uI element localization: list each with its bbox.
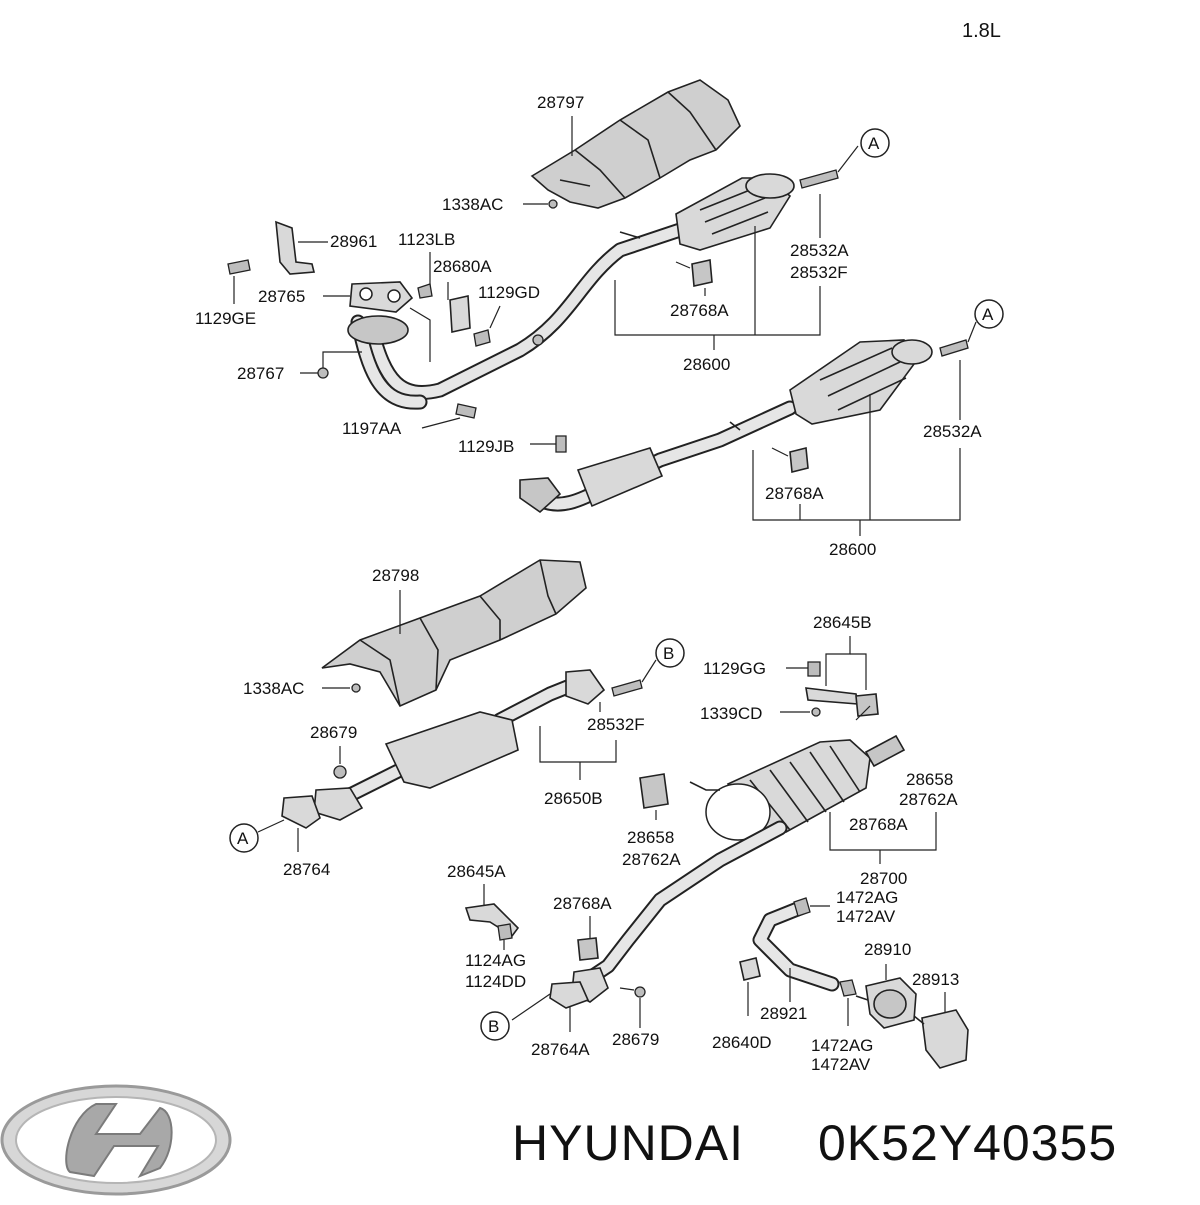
main-muffler-28700: [571, 734, 906, 1003]
nut-1339cd-icon: [811, 707, 821, 717]
stud-icon: [799, 169, 839, 189]
label-28768a-mid: 28768A: [765, 484, 824, 503]
nut-icon: [548, 199, 558, 209]
gasket-28765-icon: [349, 281, 414, 313]
label-1129ge: 1129GE: [195, 309, 256, 328]
label-28700: 28700: [860, 869, 907, 888]
front-pipe-assembly-upper: [347, 173, 795, 410]
label-28764a: 28764A: [531, 1040, 590, 1059]
label-28961: 28961: [330, 232, 377, 251]
part-number: 0K52Y40355: [818, 1115, 1117, 1171]
label-28768a-right: 28768A: [849, 815, 908, 834]
heat-shield-upper: [530, 79, 741, 209]
label-1124ag: 1124AG: [465, 951, 526, 970]
label-28645b: 28645B: [813, 613, 872, 632]
nut-lower-icon: [351, 683, 361, 693]
hanger-rubber-28658-icon: [639, 773, 669, 809]
center-pipe-28650b: [281, 669, 606, 829]
label-1472ag-top: 1472AG: [836, 888, 898, 907]
label-1472ag-low: 1472AG: [811, 1036, 873, 1055]
label-28762a-right: 28762A: [899, 790, 958, 809]
ref-a-mid-text: A: [982, 305, 994, 324]
label-1129gg: 1129GG: [703, 659, 766, 678]
label-1338ac-low: 1338AC: [243, 679, 304, 698]
brand-name: HYUNDAI: [512, 1115, 744, 1171]
label-28913: 28913: [912, 970, 959, 989]
label-28650b: 28650B: [544, 789, 603, 808]
stud-28532f-icon: [611, 679, 643, 697]
label-28768a-low: 28768A: [553, 894, 612, 913]
label-1197aa: 1197AA: [342, 419, 402, 438]
label-28679-low: 28679: [612, 1030, 659, 1049]
bolt-1197aa-icon: [455, 403, 477, 419]
nut-28679-low-icon: [634, 986, 646, 998]
hyundai-logo: [0, 1084, 232, 1196]
label-28645a: 28645A: [447, 862, 506, 881]
label-28762a-left: 28762A: [622, 850, 681, 869]
ref-a-low: [229, 823, 259, 853]
stud-fmd-icon: [939, 339, 969, 357]
ref-a-low-text: A: [237, 829, 249, 848]
label-28921: 28921: [760, 1004, 807, 1023]
gasket-28764a-icon: [549, 981, 590, 1009]
ref-a-top: [860, 128, 890, 158]
ref-b-top: [655, 638, 685, 668]
label-28768a-top: 28768A: [670, 301, 729, 320]
nut-28767-icon: [317, 367, 329, 379]
bracket-28961-icon: [275, 220, 316, 275]
label-28767: 28767: [237, 364, 284, 383]
ref-b-top-text: B: [663, 644, 674, 663]
label-28640d: 28640D: [712, 1033, 772, 1052]
label-28679-left: 28679: [310, 723, 357, 742]
label-1129gd: 1129GD: [478, 283, 540, 302]
label-28532f-top: 28532F: [790, 263, 848, 282]
label-28910: 28910: [864, 940, 911, 959]
ref-a-mid: [974, 299, 1004, 329]
label-28600-fmd: 28600: [829, 540, 876, 559]
label-1472av-top: 1472AV: [836, 907, 896, 926]
label-28797: 28797: [537, 93, 584, 112]
label-28600-top: 28600: [683, 355, 730, 374]
valve-28913: [913, 1009, 969, 1069]
label-28680a: 28680A: [433, 257, 492, 276]
nut-28679-icon: [333, 765, 347, 779]
bracket-28645b-icon: [805, 687, 859, 705]
heat-shield-lower: [321, 559, 587, 708]
bolt-1129gd-icon: [473, 329, 491, 347]
label-28765: 28765: [258, 287, 305, 306]
label-1339cd: 1339CD: [700, 704, 762, 723]
bolt-1129gg-icon: [807, 661, 821, 677]
hanger-rubber-low-icon: [577, 937, 599, 961]
clip-28640d-icon: [739, 957, 761, 981]
hanger-rubber-icon: [691, 259, 713, 287]
bolt-1129ge-icon: [227, 259, 251, 275]
label-28764: 28764: [283, 860, 330, 879]
label-1124dd: 1124DD: [465, 972, 526, 991]
label-28798: 28798: [372, 566, 419, 585]
label-1129jb: 1129JB: [458, 437, 514, 456]
ref-b-low-text: B: [488, 1017, 499, 1036]
label-28658-right: 28658: [906, 770, 953, 789]
bracket-28680a-icon: [449, 295, 471, 333]
front-pipe-assembly-fmd: [519, 339, 933, 514]
bolt-1123lb-icon: [417, 283, 433, 299]
label-28532f: 28532F: [587, 715, 645, 734]
label-28532a-top: 28532A: [790, 241, 849, 260]
actuator-28910: [855, 977, 917, 1029]
engine-label: 1.8L: [962, 20, 1001, 42]
hose-clamp-top-icon: [793, 897, 811, 917]
hose-clamp-low-icon: [839, 979, 857, 997]
ref-b-low: [480, 1011, 510, 1041]
hanger-rubber-fmd-icon: [789, 446, 809, 474]
ref-a-top-text: A: [868, 134, 880, 153]
label-28658-left: 28658: [627, 828, 674, 847]
label-1123lb: 1123LB: [398, 230, 455, 249]
label-1472av-low: 1472AV: [811, 1055, 871, 1074]
label-1338ac-top: 1338AC: [442, 195, 503, 214]
bolt-1129jb-icon: [555, 435, 567, 453]
bolt-1124ag-icon: [497, 923, 513, 941]
label-28532a-mid: 28532A: [923, 422, 982, 441]
